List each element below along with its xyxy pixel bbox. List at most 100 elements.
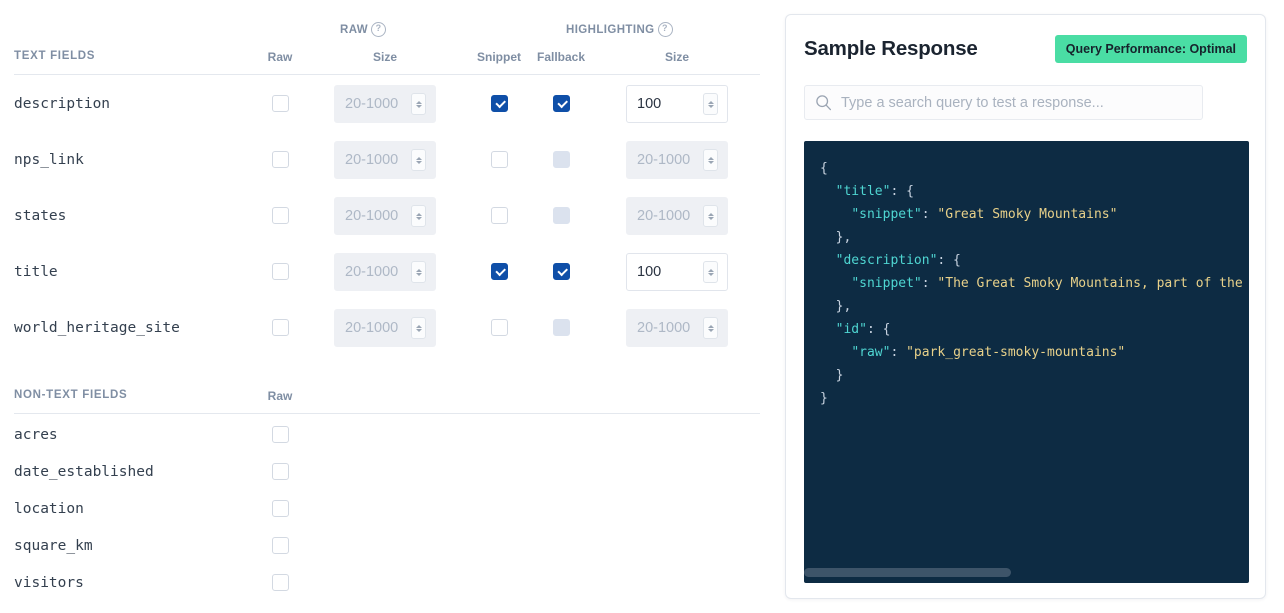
highlight-size-stepper[interactable] [703,93,718,115]
snippet-checkbox[interactable] [491,319,508,336]
response-code-block[interactable]: { "title": { "snippet": "Great Smoky Mou… [804,141,1249,583]
chevron-down-icon [415,160,422,164]
snippet-checkbox-wrapper[interactable] [490,262,510,282]
highlight-size-input-wrapper[interactable]: 100 [626,253,728,291]
chevron-up-icon [415,324,422,328]
raw-size-input-wrapper: 20-1000 [334,309,436,347]
chevron-down-icon [415,272,422,276]
code-horizontal-scrollbar[interactable] [804,568,1249,577]
fallback-checkbox-wrapper [552,150,572,170]
fallback-checkbox[interactable] [553,263,570,280]
group-header-raw: RAW ? [340,22,387,37]
chevron-down-icon [707,160,714,164]
panel-title: Sample Response [804,37,978,60]
fallback-checkbox-wrapper [552,318,572,338]
raw-checkbox[interactable] [272,319,289,336]
field-name: world_heritage_site [14,320,180,336]
field-name: title [14,264,58,280]
field-name: description [14,96,111,112]
raw-checkbox[interactable] [272,95,289,112]
raw-checkbox[interactable] [272,499,289,517]
chevron-down-icon [415,216,422,220]
field-name: location [14,500,84,517]
raw-checkbox-wrapper[interactable] [271,94,291,114]
fallback-checkbox [553,151,570,168]
snippet-checkbox[interactable] [491,263,508,280]
table-row: description 20-1000 100 [0,76,775,132]
raw-checkbox-wrapper[interactable] [271,425,291,445]
snippet-checkbox[interactable] [491,95,508,112]
chevron-up-icon[interactable] [707,100,714,104]
raw-checkbox[interactable] [272,207,289,224]
fallback-checkbox-wrapper[interactable] [552,262,572,282]
table-row: acres [0,416,775,453]
raw-checkbox-wrapper[interactable] [271,318,291,338]
field-configuration-panel: RAW ? HIGHLIGHTING ? TEXT FIELDS Raw Siz… [0,0,775,613]
help-circle-icon-highlighting[interactable]: ? [657,22,673,37]
snippet-checkbox-wrapper[interactable] [490,150,510,170]
status-badge: Query Performance: Optimal [1054,35,1247,63]
raw-checkbox[interactable] [272,151,289,168]
raw-checkbox[interactable] [272,425,289,443]
highlight-size-stepper[interactable] [703,261,718,283]
help-circle-icon-raw[interactable]: ? [371,22,387,37]
group-header-raw-label: RAW [340,23,369,36]
search-icon [816,95,832,111]
chevron-down-icon [415,104,422,108]
raw-checkbox-wrapper[interactable] [271,462,291,482]
raw-checkbox[interactable] [272,263,289,280]
raw-size-stepper [411,261,426,283]
fallback-checkbox[interactable] [553,95,570,112]
column-header-fallback: Fallback [536,50,586,64]
highlight-size-input-value[interactable]: 100 [637,264,662,280]
raw-checkbox-wrapper[interactable] [271,499,291,519]
raw-checkbox-wrapper[interactable] [271,573,291,593]
raw-checkbox-wrapper[interactable] [271,150,291,170]
snippet-checkbox-wrapper[interactable] [490,206,510,226]
chevron-down-icon[interactable] [707,104,714,108]
raw-checkbox[interactable] [272,536,289,554]
fallback-checkbox-wrapper[interactable] [552,94,572,114]
highlight-size-input-wrapper[interactable]: 100 [626,85,728,123]
text-fields-section-title: TEXT FIELDS [14,50,96,62]
chevron-up-icon [415,156,422,160]
text-fields-column-headers: TEXT FIELDS Raw Size Snippet Fallback Si… [0,50,775,68]
group-header-row: RAW ? HIGHLIGHTING ? [0,22,775,42]
snippet-checkbox-wrapper[interactable] [490,94,510,114]
highlight-size-input-value[interactable]: 100 [637,96,662,112]
chevron-up-icon [707,324,714,328]
raw-size-stepper [411,93,426,115]
response-json: { "title": { "snippet": "Great Smoky Mou… [820,161,1249,406]
search-input-wrapper[interactable]: Type a search query to test a response..… [804,85,1203,120]
raw-size-input-wrapper: 20-1000 [334,141,436,179]
column-header-raw: Raw [267,50,293,64]
raw-size-input-value: 20-1000 [345,320,399,336]
raw-checkbox[interactable] [272,573,289,591]
non-text-fields-column-headers: NON-TEXT FIELDS Raw [0,389,775,407]
raw-checkbox[interactable] [272,462,289,480]
scrollbar-thumb[interactable] [804,568,1011,577]
raw-size-input-value: 20-1000 [345,264,399,280]
chevron-up-icon [415,100,422,104]
snippet-checkbox[interactable] [491,151,508,168]
sample-response-panel: Sample Response Query Performance: Optim… [785,14,1266,599]
chevron-down-icon [707,216,714,220]
raw-checkbox-wrapper[interactable] [271,536,291,556]
snippet-checkbox-wrapper[interactable] [490,318,510,338]
chevron-up-icon[interactable] [707,268,714,272]
non-text-fields-divider [14,413,760,414]
text-fields-divider [14,74,760,75]
group-header-highlighting: HIGHLIGHTING ? [566,22,673,37]
snippet-checkbox[interactable] [491,207,508,224]
non-text-fields-section-title: NON-TEXT FIELDS [14,389,128,401]
column-header-hl-size: Size [664,50,689,64]
chevron-down-icon [415,328,422,332]
raw-size-stepper [411,149,426,171]
raw-checkbox-wrapper[interactable] [271,262,291,282]
chevron-down-icon[interactable] [707,272,714,276]
chevron-up-icon [415,268,422,272]
raw-checkbox-wrapper[interactable] [271,206,291,226]
raw-size-stepper [411,205,426,227]
raw-size-input-wrapper: 20-1000 [334,85,436,123]
